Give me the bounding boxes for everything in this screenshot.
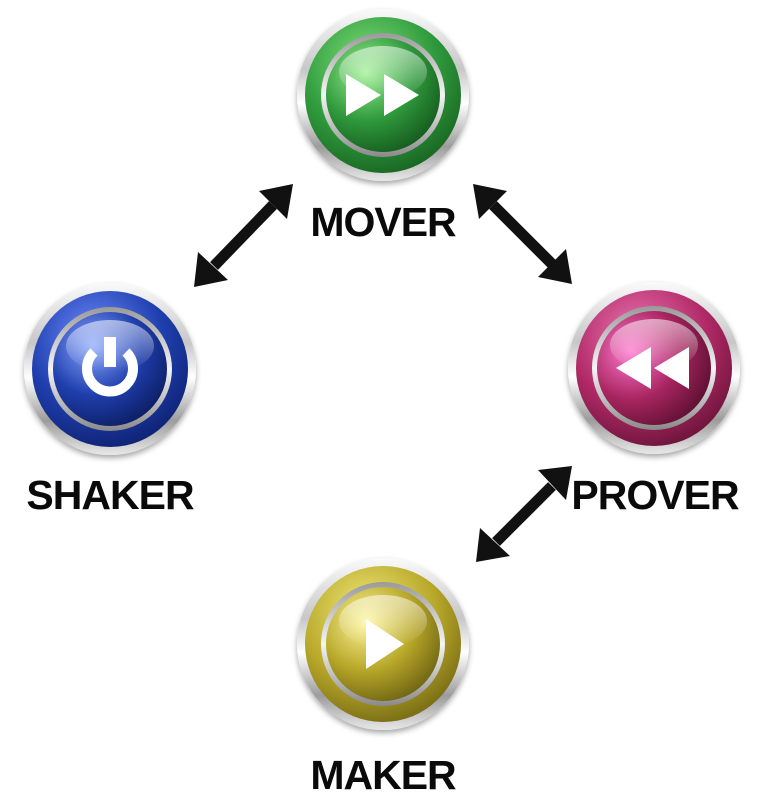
arrow-prover-maker	[476, 466, 572, 562]
mover-node[interactable]	[297, 9, 469, 181]
play-icon	[366, 619, 404, 669]
arrow-shaker-mover	[194, 184, 293, 287]
maker-label: MAKER	[310, 752, 456, 798]
prover-node[interactable]	[568, 282, 740, 454]
power-icon	[82, 337, 138, 397]
prover-label: PROVER	[571, 472, 739, 518]
mover-label: MOVER	[310, 199, 456, 245]
fast-forward-icon	[346, 74, 419, 116]
rewind-icon	[616, 347, 689, 389]
maker-node[interactable]	[297, 558, 469, 730]
arrow-mover-prover	[473, 184, 572, 284]
shaker-node[interactable]	[24, 283, 196, 455]
shaker-label: SHAKER	[26, 472, 194, 518]
